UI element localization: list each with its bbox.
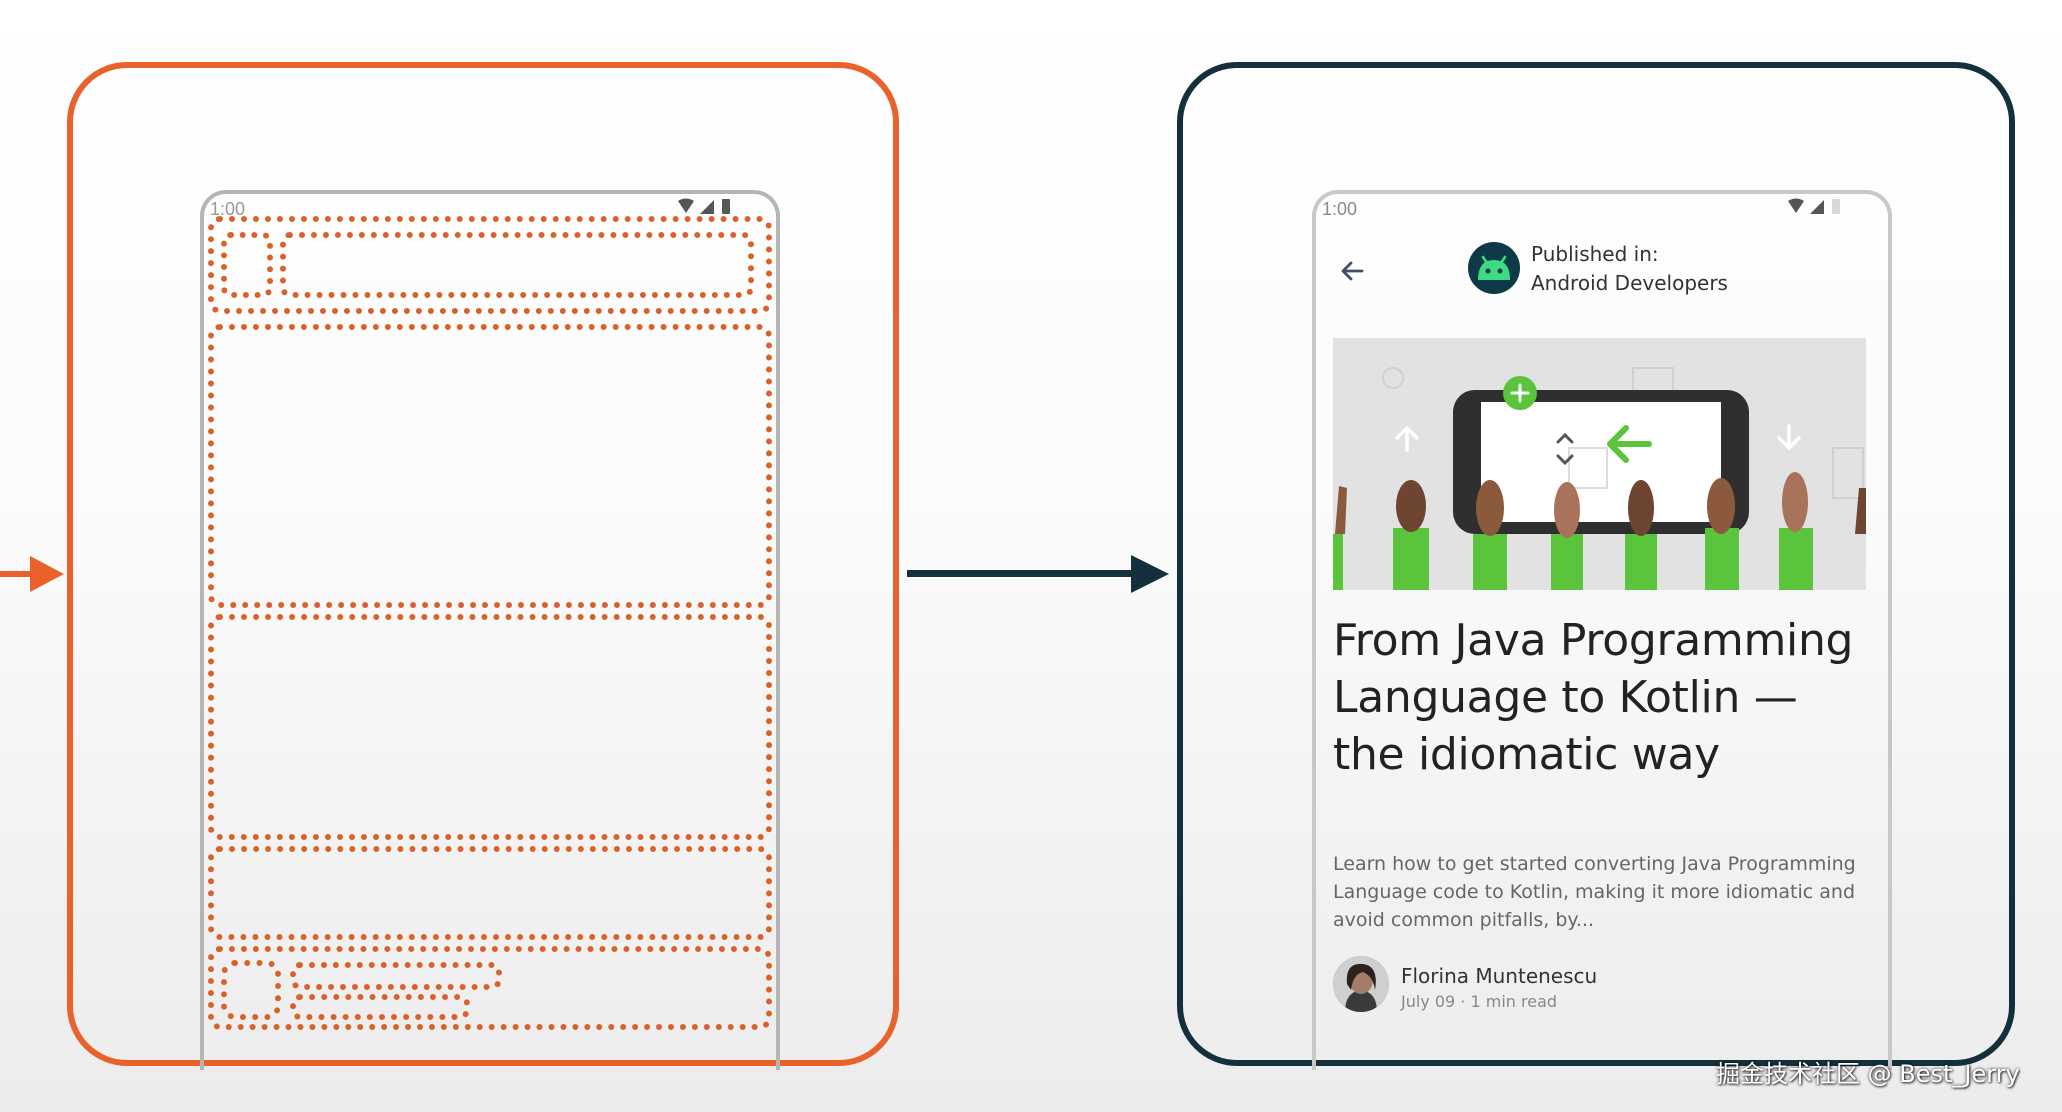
publication-name[interactable]: Android Developers: [1531, 271, 1728, 295]
skeleton-author-block: [208, 946, 772, 1030]
status-time: 1:00: [1322, 199, 1358, 219]
skeleton-back-button: [221, 232, 273, 298]
arrow-left-icon[interactable]: [1336, 255, 1368, 287]
battery-icon: [722, 199, 730, 214]
author-name[interactable]: Florina Muntenescu: [1401, 964, 1598, 988]
author-avatar[interactable]: [1333, 956, 1389, 1012]
article-phone: [1312, 190, 1892, 1070]
android-icon: [1478, 255, 1510, 280]
hero-illustration: [1333, 338, 1866, 590]
watermark-text: 掘金技术社区 @ Best_Jerry: [1716, 1060, 2020, 1088]
incoming-arrow-icon: [30, 556, 64, 592]
wifi-icon: [1788, 198, 1804, 213]
wireframe-phone: [200, 190, 780, 1070]
wireframe-status-icons: [678, 198, 730, 214]
status-icons: [1788, 198, 1840, 214]
published-label: Published in:: [1531, 242, 1659, 266]
skeleton-author-meta: [290, 994, 470, 1020]
wifi-icon: [678, 198, 694, 213]
skeleton-image: [208, 324, 772, 608]
signal-icon: [1810, 200, 1824, 214]
publication-avatar[interactable]: [1468, 242, 1520, 294]
article-description: Learn how to get started converting Java…: [1333, 853, 1856, 931]
incoming-arrow-line: [0, 571, 34, 577]
skeleton-header-block: [208, 216, 772, 314]
transition-arrow-icon: [1131, 555, 1169, 593]
battery-icon: [1832, 199, 1840, 214]
content-frame: [1177, 62, 2015, 1066]
wireframe-status-time: 1:00: [210, 199, 246, 219]
skeleton-frame: [67, 62, 899, 1066]
article-hero-image[interactable]: [1333, 338, 1866, 590]
skeleton-publisher: [280, 232, 754, 298]
article-title[interactable]: From Java Programming Language to Kotlin…: [1333, 615, 1854, 780]
article-meta: July 09 · 1 min read: [1401, 992, 1558, 1011]
skeleton-description: [208, 846, 772, 940]
skeleton-author-avatar: [221, 960, 281, 1020]
signal-icon: [700, 200, 714, 214]
author-photo: [1333, 956, 1389, 1012]
skeleton-title: [208, 614, 772, 840]
transition-arrow-line: [907, 570, 1135, 577]
skeleton-author-name: [290, 962, 502, 990]
